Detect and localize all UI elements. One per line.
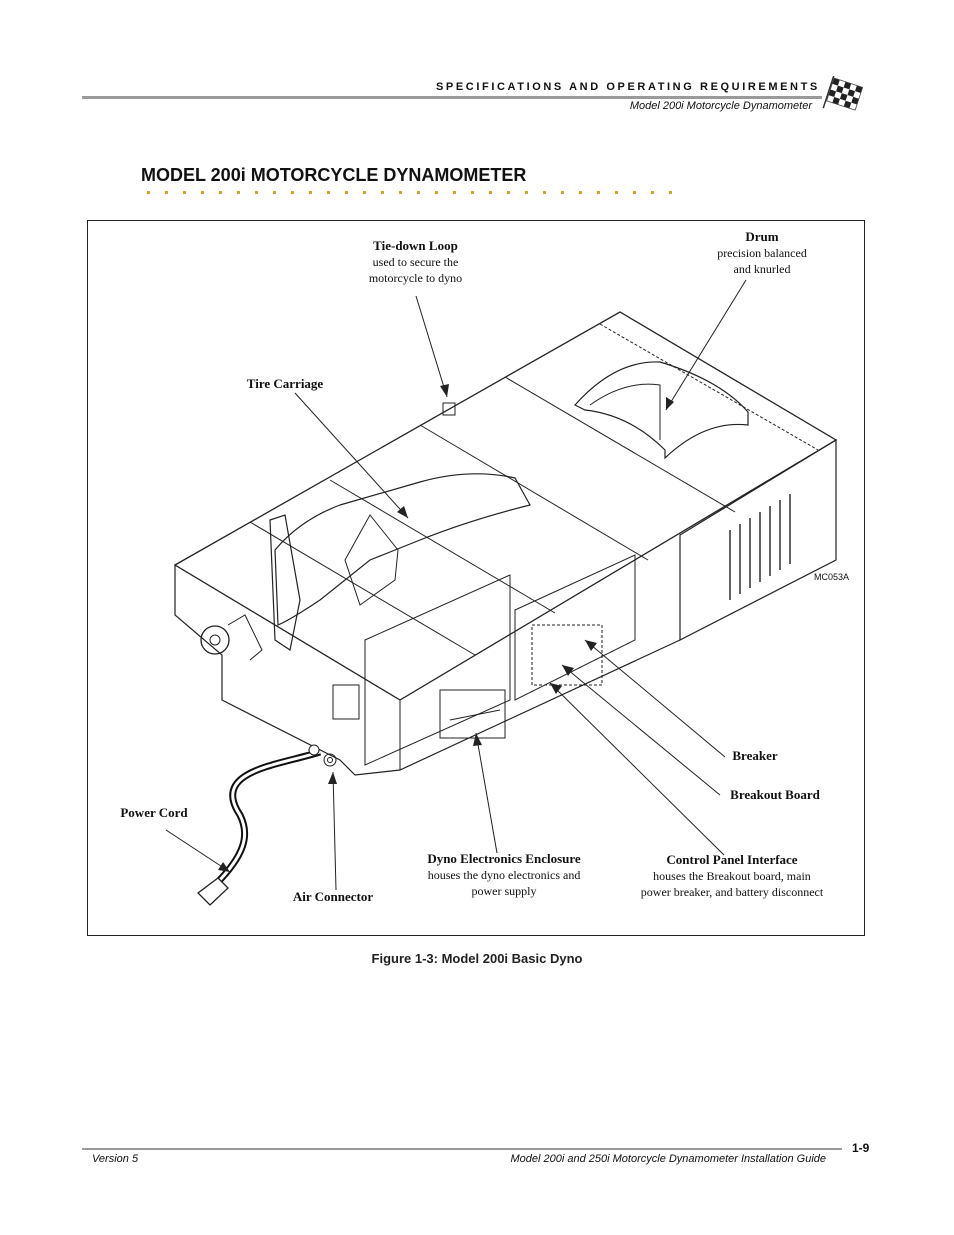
header-section-title: SPECIFICATIONS AND OPERATING REQUIREMENT… (436, 81, 820, 93)
callout-title: Drum (745, 229, 779, 244)
dotted-rule (147, 191, 672, 194)
dyno-line-drawing (165, 279, 838, 906)
callout-title: Tie-down Loop (373, 238, 458, 253)
callout-description: and knurled (733, 262, 791, 276)
header-rule (82, 96, 822, 99)
callout-title: Breakout Board (730, 787, 820, 802)
figure-frame (87, 220, 865, 936)
callout-title: Air Connector (292, 889, 374, 904)
callout-description: houses the Breakout board, main (653, 869, 811, 883)
callout-breaker: Breaker (722, 748, 788, 764)
page-number: 1-9 (852, 1141, 870, 1155)
callout-tie-down-loop: Tie-down Loop used to secure the motorcy… (348, 238, 483, 286)
callout-tire-carriage: Tire Carriage (232, 376, 338, 392)
callout-dyno-electronics-enclosure: Dyno Electronics Enclosure houses the dy… (400, 851, 608, 899)
callout-title: Power Cord (120, 805, 188, 820)
callout-description: motorcycle to dyno (368, 271, 463, 285)
callout-power-cord: Power Cord (108, 805, 200, 821)
footer-guide-title: Model 200i and 250i Motorcycle Dynamomet… (510, 1153, 827, 1165)
header-subtitle: Model 200i Motorcycle Dynamometer (629, 100, 812, 112)
callout-description: power breaker, and battery disconnect (640, 885, 824, 899)
callout-title: Breaker (732, 748, 778, 763)
figure-caption: Figure 1-3: Model 200i Basic Dyno (371, 951, 583, 966)
footer-rule (82, 1148, 842, 1150)
callout-description: precision balanced (717, 246, 807, 260)
callout-control-panel-interface: Control Panel Interface houses the Break… (618, 852, 846, 900)
callout-title: Control Panel Interface (666, 852, 798, 867)
callout-air-connector: Air Connector (278, 889, 388, 905)
callout-drum: Drum precision balanced and knurled (697, 229, 827, 277)
callout-title: Tire Carriage (246, 376, 324, 391)
checkered-flag-icon (822, 76, 864, 111)
callout-description: used to secure the (372, 255, 459, 269)
section-title: MODEL 200i MOTORCYCLE DYNAMOMETER (141, 165, 527, 185)
callout-description: power supply (471, 884, 537, 898)
callout-title: Dyno Electronics Enclosure (427, 851, 581, 866)
footer-version: Version 5 (92, 1153, 139, 1165)
drawing-id-label: MC053A (814, 572, 850, 582)
callout-breakout-board: Breakout Board (716, 787, 834, 803)
callout-description: houses the dyno electronics and (427, 868, 581, 882)
